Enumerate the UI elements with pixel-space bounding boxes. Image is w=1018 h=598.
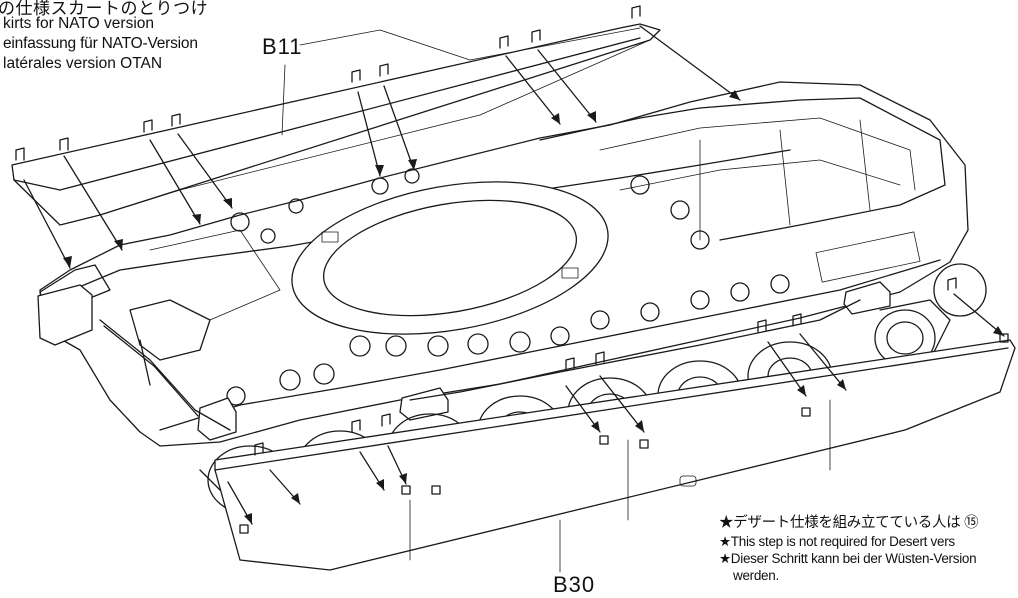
note-english: ★This step is not required for Desert ve… bbox=[719, 534, 955, 549]
step-heading: の仕様スカートのとりつけ bbox=[0, 0, 209, 18]
caption-french: latérales version OTAN bbox=[3, 55, 163, 72]
caption-german: einfassung für NATO-Version bbox=[3, 35, 198, 52]
mounting-brackets bbox=[254, 277, 957, 456]
caption-english: kirts for NATO version bbox=[3, 15, 155, 32]
note-german: ★Dieser Schritt kann bei der Wüsten-Vers… bbox=[719, 551, 977, 566]
note-german-continued: werden. bbox=[733, 568, 779, 583]
tank-hull bbox=[37, 81, 969, 447]
part-label-b11: B11 bbox=[262, 34, 303, 59]
side-skirt-b30 bbox=[214, 333, 1016, 573]
part-label-b30: B30 bbox=[553, 572, 596, 597]
tow-cables bbox=[99, 299, 861, 431]
assembly-arrows bbox=[23, 25, 1005, 525]
note-japanese: ★デザート仕様を組み立てている人は ⑮ bbox=[719, 515, 979, 531]
side-skirt-b11 bbox=[11, 5, 661, 226]
